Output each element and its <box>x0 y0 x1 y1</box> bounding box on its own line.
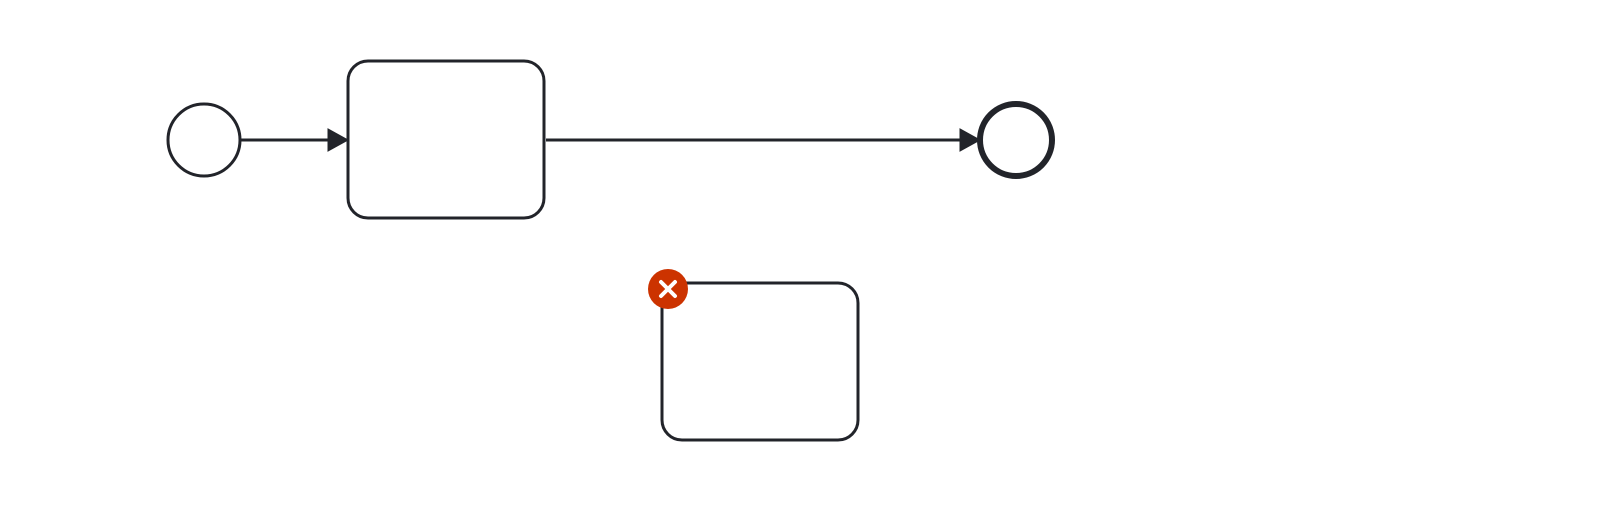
start-event[interactable] <box>166 102 242 178</box>
error-marker[interactable] <box>648 269 688 309</box>
sequence-flow-task-to-end[interactable] <box>546 128 982 152</box>
close-icon <box>659 280 677 298</box>
arrowhead-icon <box>959 128 982 152</box>
sequence-flow-start-to-task[interactable] <box>240 128 350 152</box>
task-2[interactable] <box>660 281 860 442</box>
arrowhead-icon <box>327 128 350 152</box>
task-1[interactable] <box>346 59 546 220</box>
end-event[interactable] <box>977 101 1055 179</box>
